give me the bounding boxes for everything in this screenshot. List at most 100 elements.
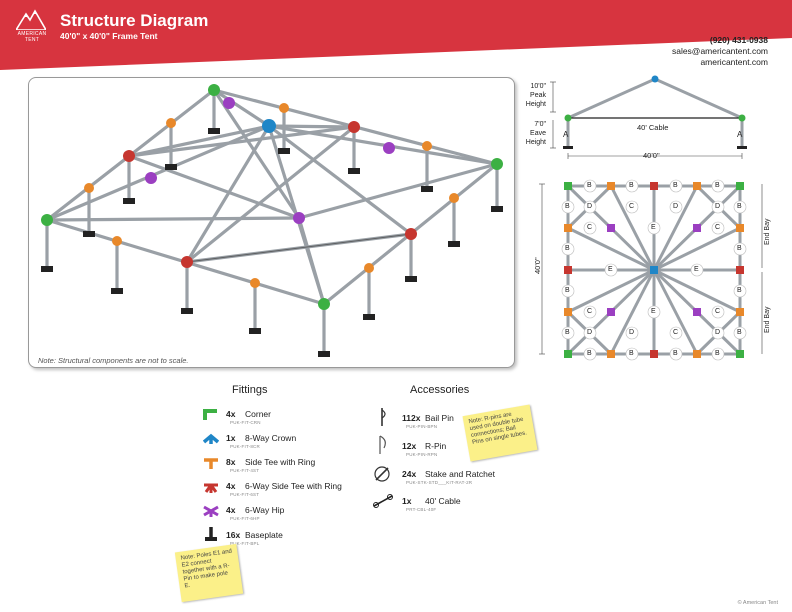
contact-email[interactable]: sales@americantent.com <box>671 46 768 56</box>
elevation-width-label: 40'0" <box>643 151 660 160</box>
plan-letter-b: B <box>565 329 570 336</box>
crown-fitting-icon <box>203 433 219 444</box>
accessory-sku: PUK-PIN-BPN <box>406 424 438 429</box>
accessory-qty: 24x <box>402 469 417 479</box>
accessory-name: Stake and Ratchet <box>425 469 495 479</box>
fitting-qty: 4x <box>226 505 236 515</box>
plan-length-label: 40'0" <box>533 257 542 274</box>
plan-letter-b: B <box>737 245 742 252</box>
pole-a-right-label: A <box>737 130 743 139</box>
fitting-name: Baseplate <box>245 530 283 540</box>
plan-letter-c: C <box>715 224 721 231</box>
header-banner <box>0 0 792 70</box>
accessory-name: Bail Pin <box>425 413 454 423</box>
fitting-name: Side Tee with Ring <box>245 457 316 467</box>
r-pin-icon <box>379 435 386 454</box>
fitting-sku: PUK-FIT-4ST <box>230 468 260 473</box>
page-title: Structure Diagram <box>60 11 209 30</box>
plan-letter-b: B <box>715 350 720 357</box>
plan-letter-e: E <box>651 224 656 231</box>
fitting-sku: PUK-FIT-8CR <box>230 444 260 449</box>
fitting-qty: 4x <box>226 409 236 419</box>
fitting-qty: 4x <box>226 481 236 491</box>
accessory-qty: 112x <box>402 413 421 423</box>
eave-height-text2: Height <box>525 139 546 146</box>
fittings-title: Fittings <box>232 384 268 396</box>
contact-website[interactable]: americantent.com <box>700 57 768 67</box>
end-bay-label-bottom: End Bay <box>764 306 771 333</box>
fitting-qty: 8x <box>226 457 236 467</box>
structure-diagram-panel: Note: Structural components are not to s… <box>28 77 515 368</box>
plan-letter-b: B <box>587 182 592 189</box>
plan-view-diagram <box>539 179 763 361</box>
plan-letter-b: B <box>673 350 678 357</box>
bail-pin-icon <box>381 408 386 426</box>
fitting-name: 8-Way Crown <box>245 433 297 443</box>
accessory-sku: PRT-CBL-40F <box>406 507 437 512</box>
plan-letter-e: E <box>608 266 613 273</box>
accessory-name: R-Pin <box>425 441 447 451</box>
fitting-name: 6-Way Side Tee with Ring <box>245 481 342 491</box>
fitting-qty: 16x <box>226 530 241 540</box>
side-tee-fitting-icon <box>204 458 218 469</box>
fitting-sku: PUK-FIT-CRN <box>230 420 261 425</box>
plan-letter-b: B <box>737 203 742 210</box>
plan-letter-b: B <box>715 182 720 189</box>
stake-ratchet-icon <box>374 466 390 482</box>
plan-letter-b: B <box>737 329 742 336</box>
eave-height-value: 7'0" <box>534 121 546 128</box>
end-bay-label-top: End Bay <box>764 218 771 245</box>
plan-letter-b: B <box>587 350 592 357</box>
plan-letter-b: B <box>673 182 678 189</box>
accessory-name: 40' Cable <box>425 496 461 506</box>
hip-fitting-icon <box>203 505 219 517</box>
plan-letter-b: B <box>565 203 570 210</box>
accessory-sku: PUK-PIN-RPN <box>406 452 438 457</box>
peak-height-text2: Height <box>525 101 546 108</box>
plan-letter-d: D <box>673 203 679 210</box>
accessory-qty: 12x <box>402 441 417 451</box>
elevation-view-diagram <box>550 75 747 159</box>
accessories-list: 112x Bail Pin PUK-PIN-BPN 12x R-Pin PUK-… <box>372 406 542 526</box>
peak-height-label: 10'0" Peak Height <box>508 82 546 109</box>
plan-letter-c: C <box>587 224 593 231</box>
accessories-title: Accessories <box>410 384 470 396</box>
plan-letter-c: C <box>715 308 721 315</box>
plan-letter-c: C <box>673 329 679 336</box>
contact-phone[interactable]: (920) 431-0938 <box>709 35 768 45</box>
plan-letter-c: C <box>587 308 593 315</box>
corner-fitting-icon <box>203 409 217 420</box>
plan-letter-e: E <box>694 266 699 273</box>
fitting-sku: PUK-FIT-BPL <box>230 541 260 546</box>
pole-e-sticky-note: Note: Poles E1 and E2 connect together w… <box>174 543 244 603</box>
mountain-logo-icon <box>16 9 46 30</box>
plan-letter-b: B <box>629 182 634 189</box>
plan-letter-d: D <box>587 329 593 336</box>
footer-copyright: © American Tent <box>737 600 778 606</box>
accessory-sku: PUK-STK-STD___KIT-RAT-2R <box>406 480 473 485</box>
cable-icon <box>373 494 393 508</box>
eave-height-label: 7'0" Eave Height <box>508 120 546 147</box>
fitting-sku: PUK-FIT-6ST <box>230 492 260 497</box>
diagram-note: Note: Structural components are not to s… <box>38 356 189 365</box>
fitting-qty: 1x <box>226 433 236 443</box>
plan-letter-b: B <box>565 287 570 294</box>
plan-letter-c: C <box>629 203 635 210</box>
eave-height-text: Eave <box>530 130 546 137</box>
plan-letter-d: D <box>715 329 721 336</box>
plan-letter-e: E <box>651 308 656 315</box>
baseplate-icon <box>205 527 217 541</box>
fitting-name: Corner <box>245 409 271 419</box>
fitting-sku: PUK-FIT-6HP <box>230 516 260 521</box>
plan-letter-b: B <box>629 350 634 357</box>
fittings-list: 4x Corner PUK-FIT-CRN 1x 8-Way Crown PUK… <box>198 406 378 596</box>
plan-letter-b: B <box>565 245 570 252</box>
plan-letter-d: D <box>715 203 721 210</box>
plan-letter-d: D <box>629 329 635 336</box>
fitting-name: 6-Way Hip <box>245 505 285 515</box>
accessory-qty: 1x <box>402 496 412 506</box>
peak-height-text: Peak <box>530 92 546 99</box>
plan-letter-b: B <box>737 287 742 294</box>
pole-a-left-label: A <box>563 130 569 139</box>
tent-frame-3d-diagram <box>41 84 503 357</box>
